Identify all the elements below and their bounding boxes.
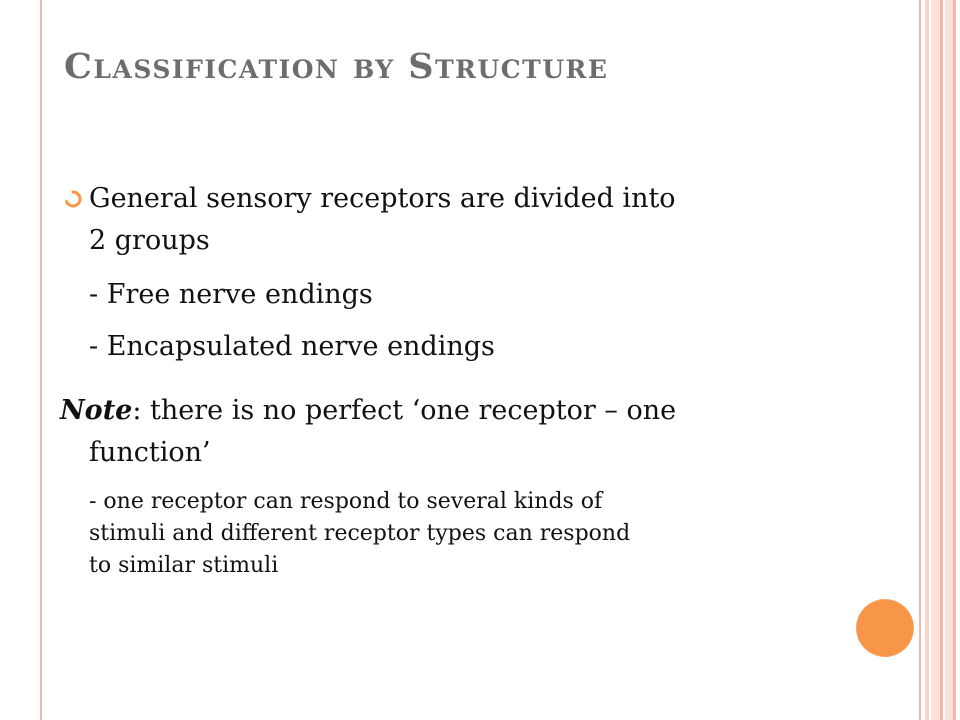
ring-bullet-icon (65, 190, 82, 208)
slide-title: Classification by Structure (64, 46, 609, 87)
right-stripe (925, 0, 929, 720)
right-stripe (953, 0, 956, 720)
bullet-text-line: 2 groups (89, 225, 210, 256)
right-stripe (931, 0, 940, 720)
note-line: Note: there is no perfect ‘one receptor … (60, 390, 850, 432)
note-continuation: function’ (89, 437, 211, 468)
left-frame-line (40, 0, 42, 720)
bullet-item: General sensory receptors are divided in… (60, 178, 850, 262)
bullet-text-line: General sensory receptors are divided in… (89, 183, 676, 214)
right-stripe (945, 0, 953, 720)
decorative-orange-circle (857, 600, 913, 656)
note-detail-line: stimuli and different receptor types can… (89, 521, 631, 546)
note-detail-line: to similar stimuli (89, 553, 279, 578)
slide-body: General sensory receptors are divided in… (60, 178, 850, 582)
right-stripe (940, 0, 943, 720)
sub-item: - Encapsulated nerve endings (89, 331, 495, 362)
sub-item: - Free nerve endings (89, 279, 373, 310)
right-stripe (919, 0, 921, 720)
note-text: : there is no perfect ‘one receptor – on… (132, 395, 677, 426)
note-label: Note (60, 395, 133, 426)
note-detail-line: - one receptor can respond to several ki… (89, 489, 603, 514)
note-detail: - one receptor can respond to several ki… (60, 486, 850, 582)
